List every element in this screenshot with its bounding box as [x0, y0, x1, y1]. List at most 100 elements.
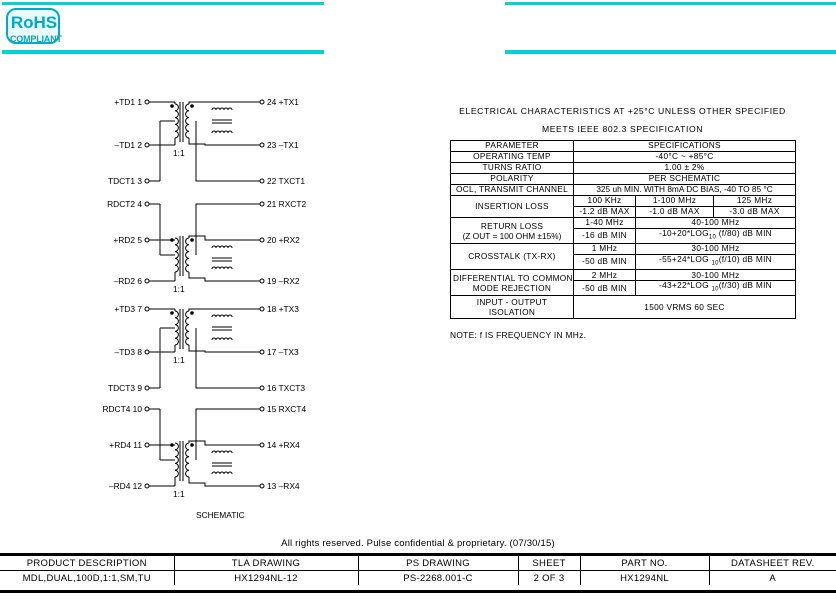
- spec-header-parameter: PARAMETER: [450, 140, 574, 152]
- rx2-ratio: 1:1: [173, 284, 185, 294]
- turns-ratio-value: 1.00 ± 2%: [572, 162, 797, 174]
- frequency-note: NOTE: f IS FREQUENCY IN MHz.: [450, 330, 587, 340]
- tx1-polarity-dot-b: [190, 104, 194, 108]
- right-pin-2: [259, 142, 265, 148]
- rx4-sec-bottom: [188, 477, 232, 487]
- rohs-logo-compliant: COMPLIANT: [10, 34, 62, 44]
- differential-f2: 30-100 MHz: [634, 269, 797, 282]
- spec-header-specifications: SPECIFICATIONS: [572, 140, 797, 152]
- datasheet-rev-value: A: [708, 570, 836, 585]
- rx2-secondary-coil: [185, 237, 190, 273]
- right-pin-10: [259, 406, 265, 412]
- product-description-value: MDL,DUAL,100D,1:1,SM,TU: [0, 570, 175, 585]
- rx4-secondary-coil: [185, 442, 190, 478]
- spec-row-differential-values: -50 dB MIN -43+22*LOG 10(f/30) dB MIN: [451, 280, 797, 297]
- differential-v2-tail: (f/30) dB MIN: [718, 280, 772, 291]
- tla-drawing-value: HX1294NL-12: [173, 570, 359, 585]
- tx3-secondary-coil: [185, 310, 190, 346]
- left-pin-12: [144, 483, 150, 489]
- header-rule-right-top: [505, 2, 836, 5]
- tx1-secondary-coil: [185, 103, 190, 139]
- spec-table: PARAMETER SPECIFICATIONS OPERATING TEMP …: [450, 140, 797, 320]
- title-block-header-row: PRODUCT DESCRIPTION TLA DRAWING PS DRAWI…: [0, 554, 836, 571]
- tx1-ratio: 1:1: [173, 148, 185, 158]
- right-pin-label-5: 20 +RX2: [267, 235, 300, 245]
- insertion-loss-v2: -1.0 dB MAX: [635, 206, 714, 218]
- rx2-sec-bottom: [188, 272, 232, 282]
- ieee-spec-line: MEETS IEEE 802.3 SPECIFICATION: [541, 124, 704, 134]
- right-pin-label-2: 23 –TX1: [267, 140, 299, 150]
- spec-row-polarity: POLARITY PER SCHEMATIC: [450, 173, 797, 185]
- tx1-sec-bottom: [188, 138, 232, 146]
- tx1-choke-top: [211, 107, 233, 111]
- spec-row-return-loss-values: -16 dB MIN -10+20*LOG10 (f/80) dB MIN: [451, 227, 797, 245]
- return-loss-f1: 1-40 MHz: [573, 217, 636, 229]
- isolation-label-line2: ISOLATION: [488, 307, 536, 318]
- left-pin-8: [144, 349, 150, 355]
- schematic-wiring: [144, 99, 265, 489]
- rx4-ratio: 1:1: [173, 489, 185, 499]
- left-pin-label-11: +RD4 11: [109, 440, 142, 450]
- right-pin-label-10: 15 RXCT4: [267, 404, 306, 414]
- right-pin-8: [259, 349, 265, 355]
- tx3-ratio: 1:1: [173, 355, 185, 365]
- right-pin-4: [259, 201, 265, 207]
- crosstalk-v2: -55+24*LOG 10(f/10) dB MIN: [634, 254, 797, 271]
- differential-v2: -43+22*LOG 10(f/30) dB MIN: [634, 280, 797, 297]
- insertion-loss-f1: 100 KHz: [573, 195, 636, 207]
- right-pin-1: [259, 99, 265, 105]
- rohs-logo-mark: RoHS: [10, 13, 58, 32]
- ocl-label: OCL, TRANSMIT CHANNEL: [450, 184, 574, 196]
- schematic-caption: SCHEMATIC: [196, 510, 245, 520]
- left-pin-7: [144, 306, 150, 312]
- title-block: PRODUCT DESCRIPTION TLA DRAWING PS DRAWI…: [0, 553, 836, 585]
- isolation-label-line1: INPUT - OUTPUT: [476, 297, 548, 308]
- rx2-polarity-dot-b: [190, 238, 194, 242]
- left-pin-9: [144, 385, 150, 391]
- return-loss-label-line1: RETURN LOSS: [480, 220, 544, 231]
- tx3-polarity-dot-b: [190, 311, 194, 315]
- tx1-primary-coil: [174, 103, 179, 139]
- title-block-bottom-rule: [0, 590, 836, 593]
- return-loss-label-line2: (Z OUT = 100 OHM ±15%): [462, 230, 562, 241]
- ps-drawing-value: PS-2268.001-C: [357, 570, 519, 585]
- tx3-choke-top: [211, 314, 233, 318]
- insertion-loss-f3: 125 MHz: [712, 195, 797, 207]
- rights-notice: All rights reserved. Pulse confidential …: [281, 538, 555, 549]
- rx2-out-ct: [195, 203, 260, 255]
- differential-label-line2: MODE REJECTION: [472, 282, 552, 293]
- right-pin-9: [259, 385, 265, 391]
- header-sheet: SHEET: [517, 554, 581, 571]
- header-ps-drawing: PS DRAWING: [357, 554, 519, 571]
- right-pin-label-9: 16 TXCT3: [267, 383, 305, 393]
- left-pin-3: [144, 178, 150, 184]
- spec-row-operating-temp: OPERATING TEMP -40°C ~ +85°C: [450, 151, 797, 163]
- electrical-title: ELECTRICAL CHARACTERISTICS AT +25°C UNLE…: [459, 106, 786, 116]
- tx1-out-ct: [195, 121, 260, 182]
- right-pin-7: [259, 306, 265, 312]
- right-pin-11: [259, 442, 265, 448]
- return-loss-v2: -10+20*LOG10 (f/80) dB MIN: [634, 227, 797, 245]
- return-loss-v2-log-base: 10: [708, 234, 717, 241]
- rx4-choke-top: [211, 450, 233, 454]
- left-pin-4: [144, 201, 150, 207]
- rx4-sec-top: [188, 440, 232, 446]
- insertion-loss-label: INSERTION LOSS: [450, 195, 574, 218]
- differential-v2-log-base: 10: [711, 286, 719, 293]
- crosstalk-f2: 30-100 MHz: [634, 243, 797, 256]
- header-rule-right-bottom: [505, 50, 836, 54]
- left-pin-2: [144, 142, 150, 148]
- operating-temp-value: -40°C ~ +85°C: [572, 151, 797, 163]
- differential-label: DIFFERENTIAL TO COMMON MODE REJECTION: [450, 269, 574, 297]
- left-pin-label-2: –TD1 2: [115, 140, 143, 150]
- part-no-value: HX1294NL: [579, 570, 710, 585]
- spec-row-return-loss: RETURN LOSS (Z OUT = 100 OHM ±15%) 1-40 …: [450, 216, 797, 245]
- tx3-primary-coil: [174, 310, 179, 346]
- rx2-choke-top: [211, 245, 233, 249]
- spec-row-ocl: OCL, TRANSMIT CHANNEL 325 uh MIN. WITH 8…: [450, 184, 797, 196]
- tx1-sec-top: [188, 101, 232, 104]
- sheet-value: 2 OF 3: [517, 570, 581, 585]
- tx1-polarity-dot-a: [170, 104, 174, 108]
- spec-row-isolation: INPUT - OUTPUT ISOLATION 1500 VRMS 60 SE…: [450, 295, 797, 320]
